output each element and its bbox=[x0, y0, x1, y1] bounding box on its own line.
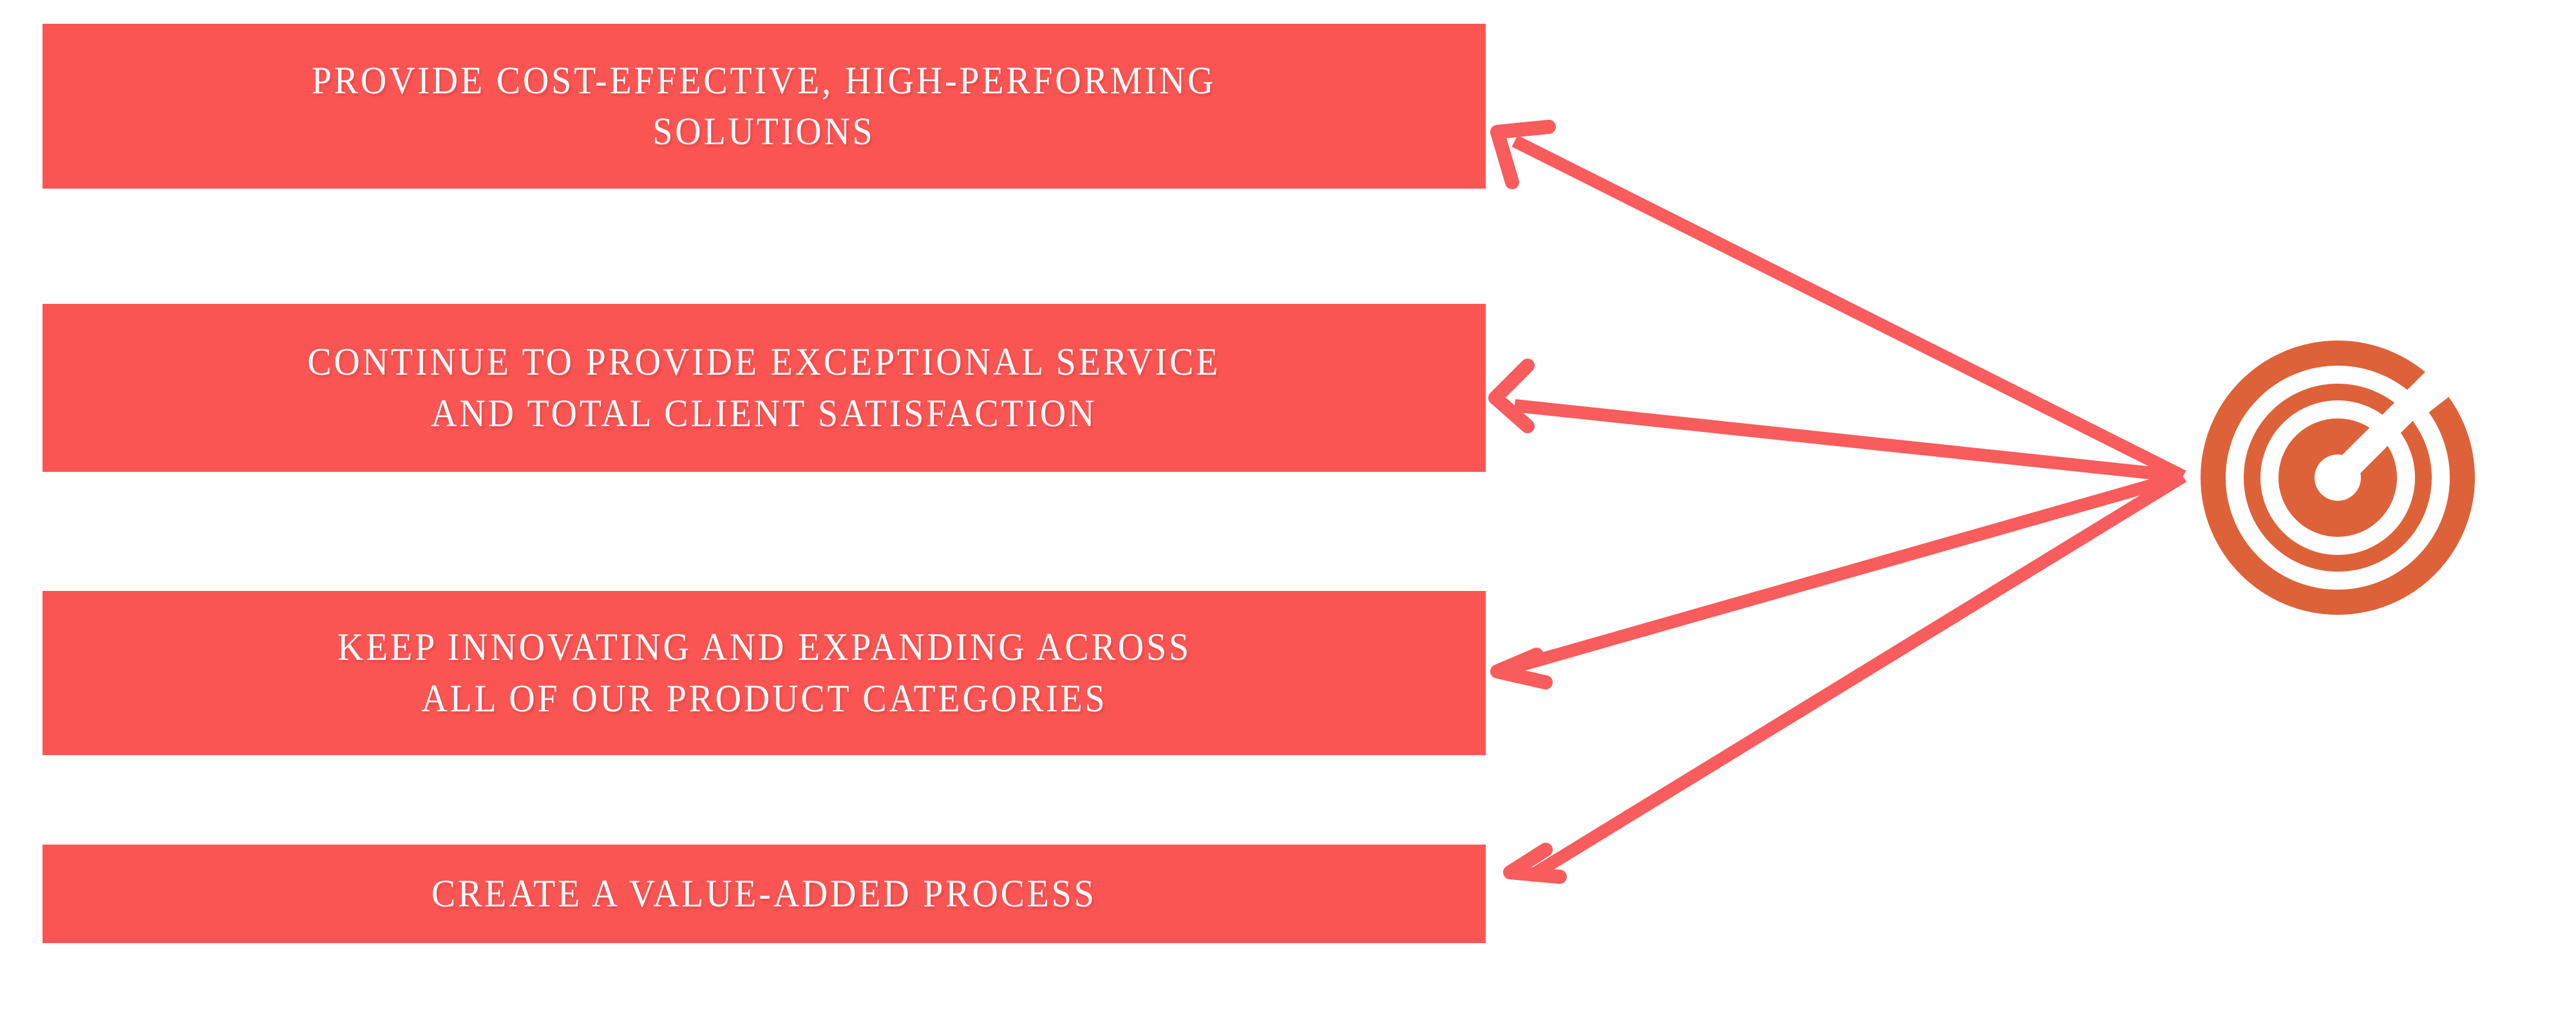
goal-bar-3-label: KEEP INNOVATING AND EXPANDING ACROSS ALL… bbox=[337, 626, 1191, 720]
goal-bar-1-label: PROVIDE COST-EFFECTIVE, HIGH-PERFORMING … bbox=[312, 59, 1217, 153]
arrow-to-goal-3-shaft bbox=[1515, 470, 2185, 673]
target-bullseye-center bbox=[2315, 454, 2361, 501]
target-ring-1 bbox=[2226, 366, 2450, 590]
target-bullseye-arrow-icon bbox=[2201, 314, 2487, 615]
target-ring-2 bbox=[2260, 400, 2415, 555]
target-arrow-head bbox=[2415, 314, 2487, 386]
target-arrow-shaft bbox=[2328, 359, 2457, 487]
arrow-to-goal-4-shaft bbox=[1526, 471, 2187, 883]
goal-bar-2-label: CONTINUE TO PROVIDE EXCEPTIONAL SERVICE … bbox=[307, 341, 1221, 435]
goal-bar-4[interactable]: CREATE A VALUE-ADDED PROCESS bbox=[43, 845, 1486, 943]
arrow-to-goal-2-head bbox=[1488, 359, 1535, 433]
goal-bar-2[interactable]: CONTINUE TO PROVIDE EXCEPTIONAL SERVICE … bbox=[43, 304, 1486, 472]
arrow-to-goal-1-head bbox=[1490, 120, 1556, 189]
arrow-to-goal-4-head bbox=[1503, 843, 1567, 884]
goal-bar-1[interactable]: PROVIDE COST-EFFECTIVE, HIGH-PERFORMING … bbox=[43, 24, 1486, 189]
goal-bar-4-label: CREATE A VALUE-ADDED PROCESS bbox=[431, 872, 1097, 915]
arrow-to-goal-2-shaft bbox=[1513, 399, 2184, 483]
arrow-to-goal-3-head bbox=[1490, 648, 1553, 689]
arrow-shafts bbox=[1511, 135, 2187, 883]
goal-bar-3[interactable]: KEEP INNOVATING AND EXPANDING ACROSS ALL… bbox=[43, 591, 1486, 755]
arrow-heads bbox=[1488, 120, 1567, 884]
target-arrow-notch bbox=[2406, 368, 2464, 417]
target-outer-disc bbox=[2201, 341, 2475, 615]
arrow-to-goal-1-shaft bbox=[1511, 135, 2186, 482]
